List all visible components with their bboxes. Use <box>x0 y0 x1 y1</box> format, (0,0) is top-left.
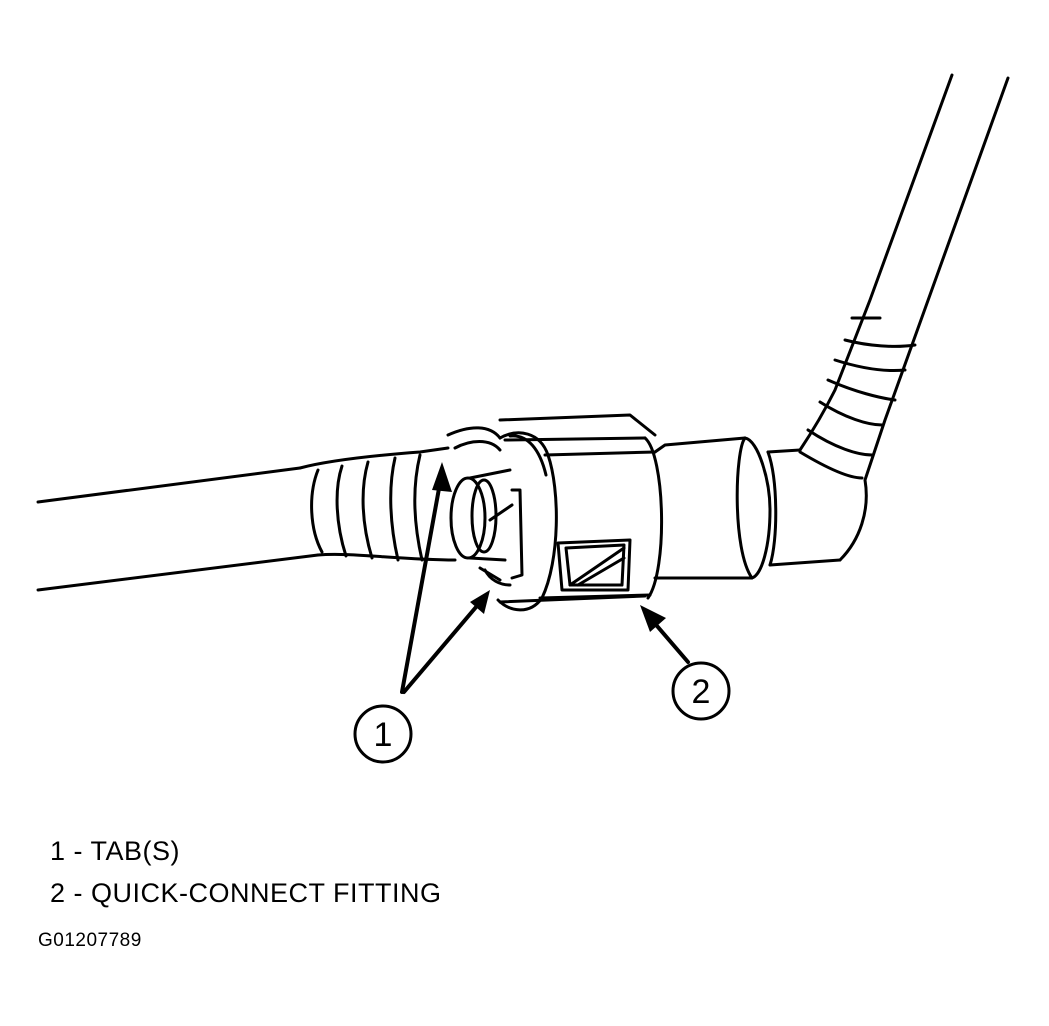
arrowhead-tab-upper <box>432 462 452 492</box>
arrowhead-fitting <box>640 605 666 632</box>
callout-1: 1 <box>353 704 413 764</box>
figure-id: G01207789 <box>38 930 142 951</box>
callout-2: 2 <box>671 661 731 721</box>
callout-2-number: 2 <box>692 673 711 711</box>
left-tube <box>36 446 512 592</box>
arrowhead-tab-lower <box>470 590 490 614</box>
callout-1-number: 1 <box>374 716 393 754</box>
callout-1-leaders <box>400 470 484 694</box>
legend-item-quick-connect-fitting: 2 - QUICK-CONNECT FITTING <box>50 878 442 908</box>
quick-connect-fitting <box>446 413 772 612</box>
right-tube <box>766 73 1010 567</box>
legend-item-tabs: 1 - TAB(S) <box>50 836 181 866</box>
